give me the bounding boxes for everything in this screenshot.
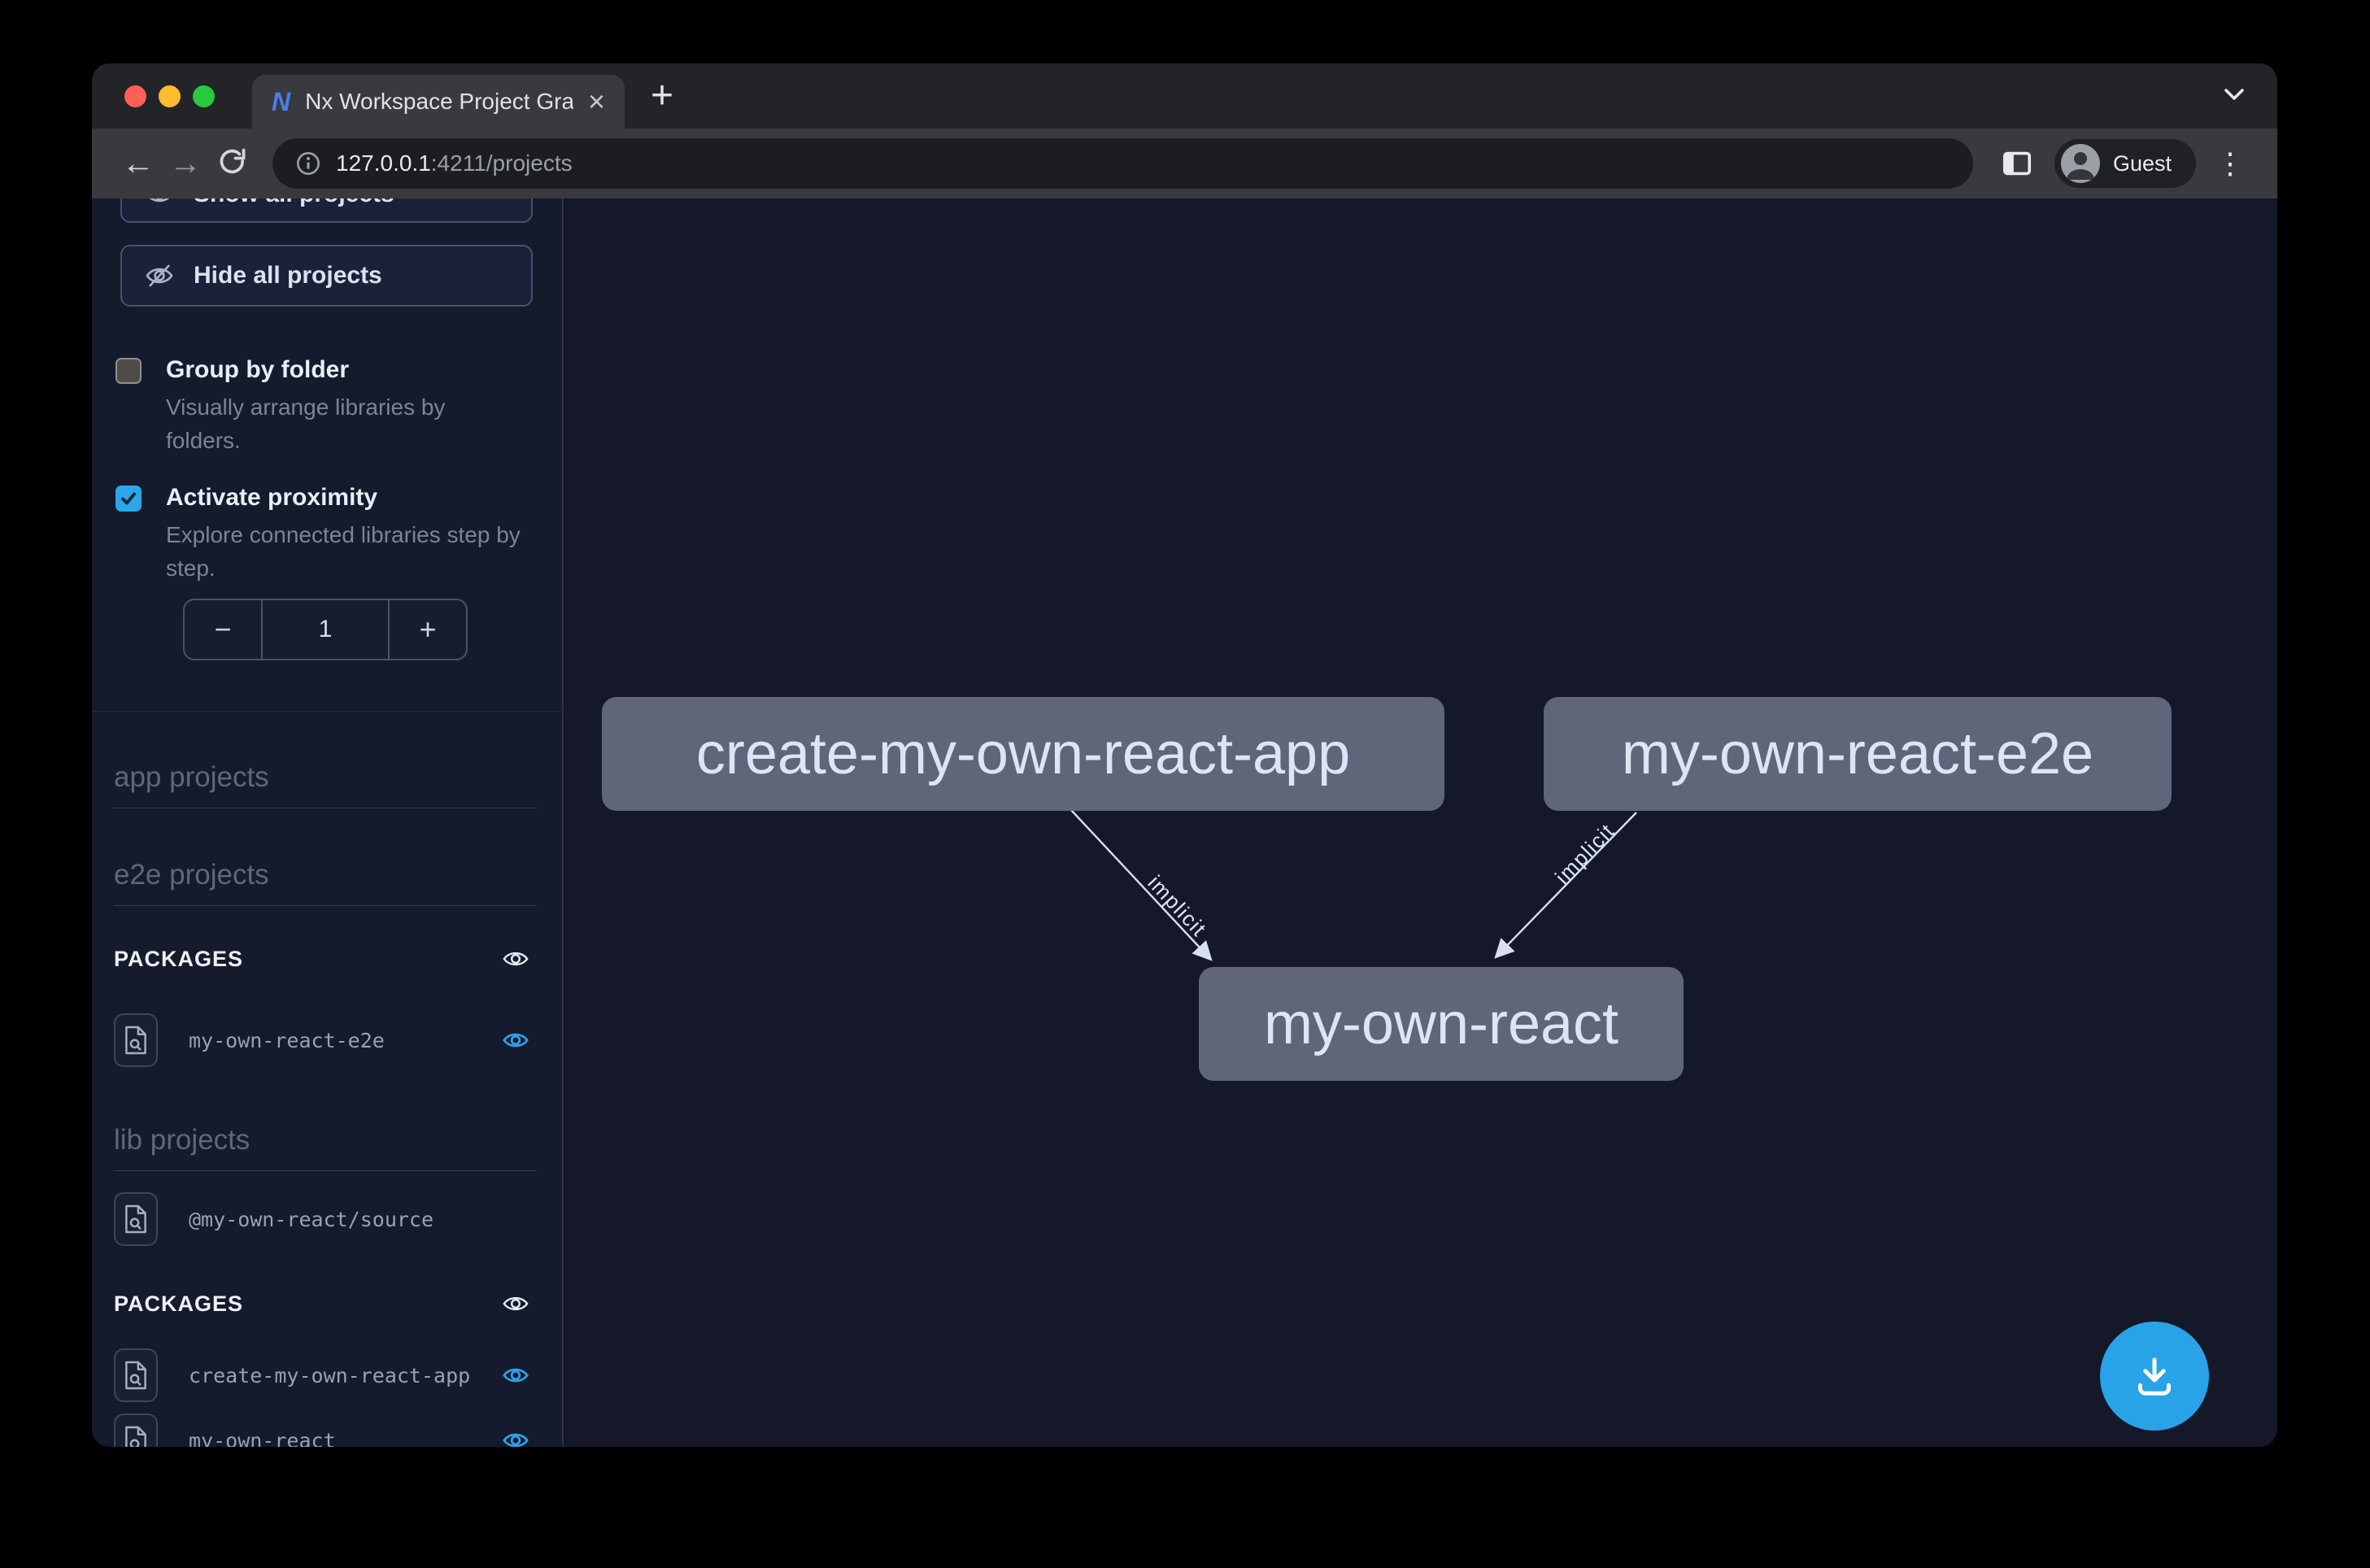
sidebar-section-divider (92, 711, 562, 712)
project-row-my-own-react: my-own-react (114, 1413, 531, 1447)
url-bar[interactable]: 127.0.0.1:4211/projects (272, 138, 1973, 189)
profile-button[interactable]: Guest (2054, 139, 2196, 188)
tab-nx-workspace-project-graph[interactable]: N Nx Workspace Project Graph × (252, 75, 625, 128)
toggle-all-packages-eye-icon[interactable] (500, 945, 531, 973)
profile-label: Guest (2113, 151, 2172, 176)
lib-projects-heading: lib projects (114, 1124, 537, 1171)
project-row-my-own-react-e2e: my-own-react-e2e (114, 1013, 531, 1067)
back-button[interactable]: ← (115, 146, 162, 182)
document-search-icon (123, 1025, 149, 1056)
packages-label: PACKAGES (114, 1291, 243, 1317)
decrement-button[interactable]: − (185, 600, 263, 659)
avatar (2061, 144, 2100, 183)
packages-label: PACKAGES (114, 947, 243, 972)
nx-favicon-icon: N (272, 89, 290, 115)
url-path: :4211/projects (431, 150, 573, 176)
increment-button[interactable]: + (388, 600, 466, 659)
graph-node-my-own-react[interactable]: my-own-react (1199, 967, 1684, 1081)
project-sidebar: Show all projects Hide all projects Grou… (92, 198, 564, 1447)
eye-icon (145, 198, 174, 209)
document-search-icon (123, 1425, 149, 1447)
focus-project-button[interactable] (114, 1013, 158, 1067)
show-all-projects-button[interactable]: Show all projects (120, 198, 533, 223)
checkmark-icon (119, 489, 138, 508)
side-panel-icon[interactable] (2002, 150, 2032, 176)
graph-node-create-my-own-react-app[interactable]: create-my-own-react-app (602, 697, 1444, 811)
minimize-window-button[interactable] (159, 85, 181, 107)
activate-proximity-option: Activate proximity Explore connected lib… (115, 483, 526, 585)
lib-packages-header: PACKAGES (114, 1285, 531, 1322)
browser-toolbar: ← → 127.0.0.1:4211/projects Guest ⋮ (92, 128, 2277, 198)
activate-proximity-description: Explore connected libraries step by step… (166, 519, 525, 585)
new-tab-button[interactable]: + (651, 76, 673, 115)
url-host: 127.0.0.1 (336, 150, 431, 176)
group-by-folder-description: Visually arrange libraries by folders. (166, 391, 525, 457)
download-graph-button[interactable] (2100, 1322, 2209, 1431)
close-window-button[interactable] (124, 85, 146, 107)
download-icon (2130, 1352, 2179, 1400)
fullscreen-window-button[interactable] (193, 85, 215, 107)
hide-all-projects-button[interactable]: Hide all projects (120, 245, 533, 307)
page-content: Show all projects Hide all projects Grou… (92, 198, 2277, 1447)
tab-close-icon[interactable]: × (588, 90, 605, 114)
document-search-icon (123, 1360, 149, 1391)
edge-label-implicit: implicit (1550, 818, 1619, 889)
project-name[interactable]: my-own-react-e2e (189, 1029, 500, 1052)
group-by-folder-label[interactable]: Group by folder (166, 355, 525, 385)
tab-search-chevron-icon[interactable] (2220, 85, 2248, 108)
project-name[interactable]: my-own-react (189, 1429, 500, 1448)
eye-off-icon (145, 261, 174, 290)
e2e-projects-heading: e2e projects (114, 859, 537, 906)
site-info-icon[interactable] (295, 150, 321, 176)
project-row-my-own-react-source: @my-own-react/source (114, 1192, 531, 1246)
browser-menu-icon[interactable]: ⋮ (2215, 146, 2245, 181)
project-name[interactable]: create-my-own-react-app (189, 1364, 500, 1387)
document-search-icon (123, 1204, 149, 1235)
show-all-projects-label: Show all projects (194, 198, 394, 208)
activate-proximity-checkbox[interactable] (115, 486, 142, 512)
group-by-folder-option: Group by folder Visually arrange librari… (115, 355, 526, 457)
project-row-create-my-own-react-app: create-my-own-react-app (114, 1348, 531, 1402)
edge-label-implicit: implicit (1143, 870, 1211, 941)
toggle-project-eye-icon-active[interactable] (500, 1026, 531, 1054)
proximity-depth-stepper: − 1 + (183, 599, 468, 660)
toggle-all-packages-eye-icon[interactable] (500, 1290, 531, 1318)
app-projects-heading: app projects (114, 761, 537, 808)
graph-node-my-own-react-e2e[interactable]: my-own-react-e2e (1544, 697, 2172, 811)
focus-project-button[interactable] (114, 1192, 158, 1246)
dependency-edges: implicit implicit (564, 198, 2276, 1447)
traffic-lights (124, 85, 215, 107)
focus-project-button[interactable] (114, 1348, 158, 1402)
toggle-project-eye-icon-active[interactable] (500, 1426, 531, 1447)
url-text: 127.0.0.1:4211/projects (336, 150, 573, 176)
toggle-project-eye-icon-active[interactable] (500, 1361, 531, 1389)
project-graph-canvas[interactable]: implicit implicit create-my-own-react-ap… (564, 198, 2277, 1447)
project-name[interactable]: @my-own-react/source (189, 1208, 531, 1231)
refresh-button[interactable] (209, 147, 256, 180)
e2e-packages-header: PACKAGES (114, 940, 531, 978)
proximity-depth-value: 1 (263, 600, 388, 659)
activate-proximity-label[interactable]: Activate proximity (166, 483, 525, 512)
tab-strip: N Nx Workspace Project Graph × + (92, 63, 2277, 128)
browser-window: N Nx Workspace Project Graph × + ← → 127… (92, 63, 2277, 1447)
focus-project-button[interactable] (114, 1413, 158, 1447)
forward-button[interactable]: → (162, 146, 209, 182)
hide-all-projects-label: Hide all projects (194, 262, 382, 290)
tab-title: Nx Workspace Project Graph (305, 89, 573, 115)
group-by-folder-checkbox[interactable] (115, 358, 142, 384)
